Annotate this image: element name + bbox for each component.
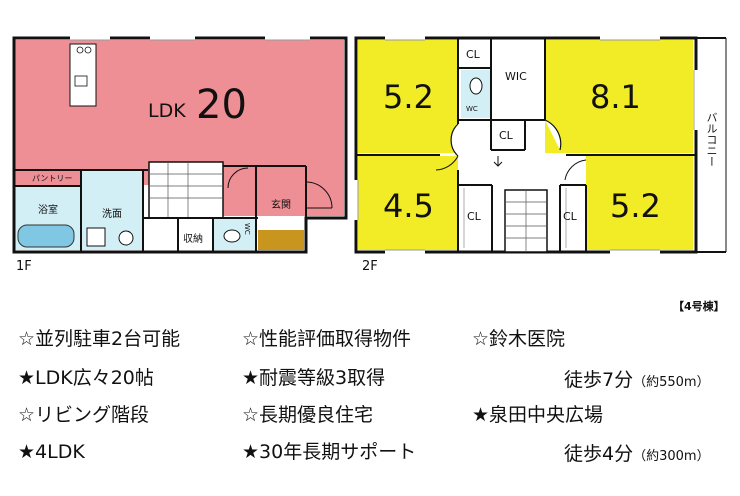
room-2f-a-area (358, 40, 458, 153)
clinic-approx-distance: （約550m） (633, 375, 710, 390)
floor2-label: 2F (362, 259, 378, 274)
building-number: 【4号棟】 (673, 300, 725, 313)
room-2f-b-size: 8.1 (590, 78, 641, 116)
wic-label: WIC (505, 70, 527, 83)
feature-living-stairs: ☆リビング階段 (18, 404, 150, 426)
feature-ldk: ★LDK広々20帖 (18, 367, 154, 389)
washroom-label: 洗面 (102, 209, 122, 220)
entrance-floor (258, 230, 304, 250)
closet-top-label: CL (466, 48, 480, 61)
closet-right-label: CL (563, 210, 577, 223)
feature-park: ★泉田中央広場 (472, 404, 604, 426)
feature-performance-eval: ☆性能評価取得物件 (242, 328, 412, 350)
clinic-distance: 徒歩7分（約550m） (564, 365, 710, 392)
feature-long-term-housing: ☆長期優良住宅 (242, 404, 374, 426)
balcony-label: バルコニー (705, 112, 718, 167)
floor-2-plan (354, 36, 727, 254)
feature-parking: ☆並列駐車2台可能 (18, 328, 181, 350)
park-distance: 徒歩4分（約300m） (564, 439, 710, 466)
feature-support: ★30年長期サポート (242, 441, 417, 463)
wc1-label: WC (243, 223, 251, 235)
floor-1-plan (12, 36, 348, 254)
closet-hall-label: CL (499, 129, 513, 142)
park-approx-distance: （約300m） (633, 449, 710, 464)
room-2f-c-size: 4.5 (383, 187, 434, 225)
room-2f-d-area (586, 156, 693, 250)
clinic-walk-time: 徒歩7分 (564, 369, 634, 391)
room-2f-b-area (545, 40, 693, 153)
room-2f-c-area (358, 156, 458, 250)
closet-left-label: CL (467, 210, 481, 223)
entrance-label: 玄関 (271, 200, 291, 211)
storage-label: 収納 (183, 234, 203, 245)
park-walk-time: 徒歩4分 (564, 443, 634, 465)
room-2f-d-size: 5.2 (610, 187, 661, 225)
floor1-label: 1F (16, 259, 32, 274)
feature-4ldk: ★4LDK (18, 441, 85, 463)
room-2f-a-size: 5.2 (383, 78, 434, 116)
ldk-label: LDK (148, 100, 186, 122)
feature-clinic: ☆鈴木医院 (472, 328, 566, 350)
wc2-label: WC (466, 105, 478, 113)
floor-plans (12, 36, 727, 254)
bath-label: 浴室 (38, 205, 58, 216)
ldk-size: 20 (196, 82, 247, 128)
pantry-label: パントリー (32, 174, 73, 183)
feature-earthquake: ★耐震等級3取得 (242, 367, 386, 389)
